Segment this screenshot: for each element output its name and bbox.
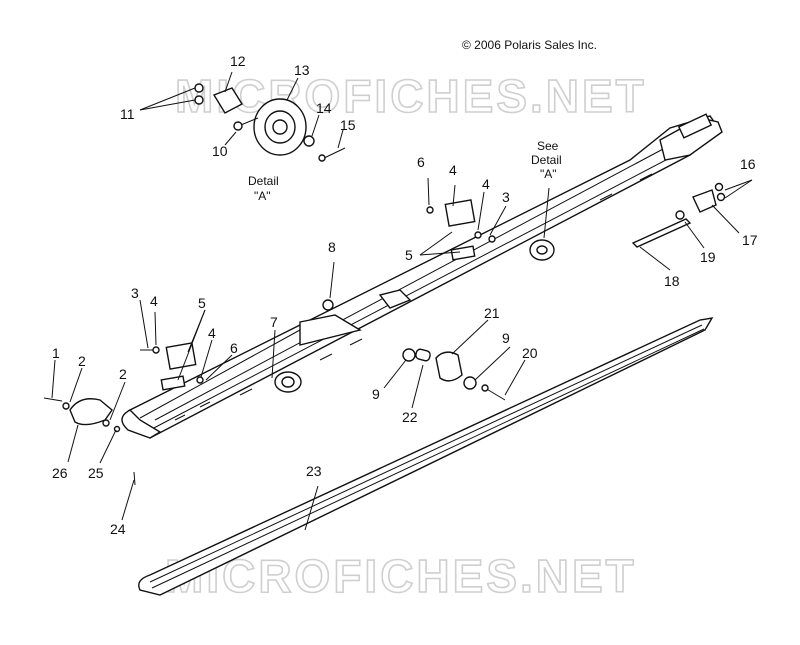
wear-strip <box>138 317 714 596</box>
rail-wheel-front <box>274 371 302 393</box>
callout-2a: 2 <box>78 353 86 369</box>
callout-2b: 2 <box>119 366 127 382</box>
callout-22: 22 <box>402 409 418 425</box>
callout-20: 20 <box>522 345 538 361</box>
copyright-text: © 2006 Polaris Sales Inc. <box>462 38 597 52</box>
callout-21: 21 <box>484 305 500 321</box>
rear-bracket-cluster <box>426 199 496 261</box>
callout-3a: 3 <box>131 285 139 301</box>
see-detail-line1: See <box>537 139 559 153</box>
callout-4b: 4 <box>208 325 216 341</box>
callout-17: 17 <box>742 232 758 248</box>
callout-24: 24 <box>110 521 126 537</box>
callout-23: 23 <box>306 463 322 479</box>
nut-8 <box>322 299 334 311</box>
see-detail-line3: "A" <box>540 167 557 181</box>
callout-6a: 6 <box>230 340 238 356</box>
callout-3b: 3 <box>502 189 510 205</box>
watermark-bottom: MICROFICHES.NET <box>165 550 637 602</box>
callout-15: 15 <box>340 117 356 133</box>
callout-11: 11 <box>120 106 135 122</box>
rear-end-parts <box>631 182 726 248</box>
callout-12: 12 <box>230 53 246 69</box>
callout-8: 8 <box>328 239 336 255</box>
callout-9a: 9 <box>372 386 380 402</box>
callout-19: 19 <box>700 249 716 265</box>
callout-4a: 4 <box>150 293 158 309</box>
callout-26: 26 <box>52 465 68 481</box>
callout-14: 14 <box>316 100 332 116</box>
detail-a-line2: "A" <box>254 189 271 203</box>
callout-13: 13 <box>294 62 310 78</box>
callout-9b: 9 <box>502 330 510 346</box>
center-axle-parts <box>402 348 506 401</box>
callout-1: 1 <box>52 345 60 361</box>
rail-wheel-rear <box>529 239 555 261</box>
callout-labels: 1 2 2 3 3 4 4 4 4 5 5 6 6 7 8 9 9 10 11 … <box>52 53 758 537</box>
see-detail-line2: Detail <box>531 153 562 167</box>
callout-6b: 6 <box>417 154 425 170</box>
front-bracket-cluster <box>43 342 204 486</box>
see-detail-a-label: See Detail "A" <box>531 139 562 181</box>
detail-a-label: Detail "A" <box>248 174 279 203</box>
callout-18: 18 <box>664 273 680 289</box>
callout-5b: 5 <box>405 247 413 263</box>
detail-a-line1: Detail <box>248 174 279 188</box>
callout-4c: 4 <box>449 162 457 178</box>
callout-5a: 5 <box>198 295 206 311</box>
callout-25: 25 <box>88 465 104 481</box>
callout-7: 7 <box>270 314 278 330</box>
callout-4d: 4 <box>482 176 490 192</box>
leader-lines <box>51 71 753 531</box>
watermark-top: MICROFICHES.NET <box>175 70 647 122</box>
callout-10: 10 <box>212 143 228 159</box>
callout-16: 16 <box>740 156 756 172</box>
